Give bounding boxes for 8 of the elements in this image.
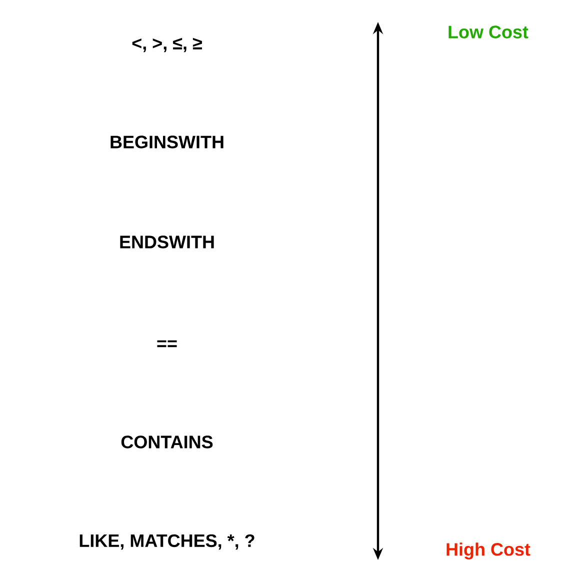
operator-label: LIKE, MATCHES, *, ? bbox=[80, 534, 254, 550]
scale-label: High Cost bbox=[446, 542, 530, 560]
operator-label: == bbox=[157, 340, 177, 348]
operator-label: BEGINSWITH bbox=[110, 136, 224, 148]
scale-label: Low Cost bbox=[448, 26, 528, 38]
operator-label: CONTAINS bbox=[121, 436, 213, 448]
operator-label: <, >, ≤, ≥ bbox=[132, 38, 202, 52]
operator-label: ENDSWITH bbox=[120, 236, 214, 248]
